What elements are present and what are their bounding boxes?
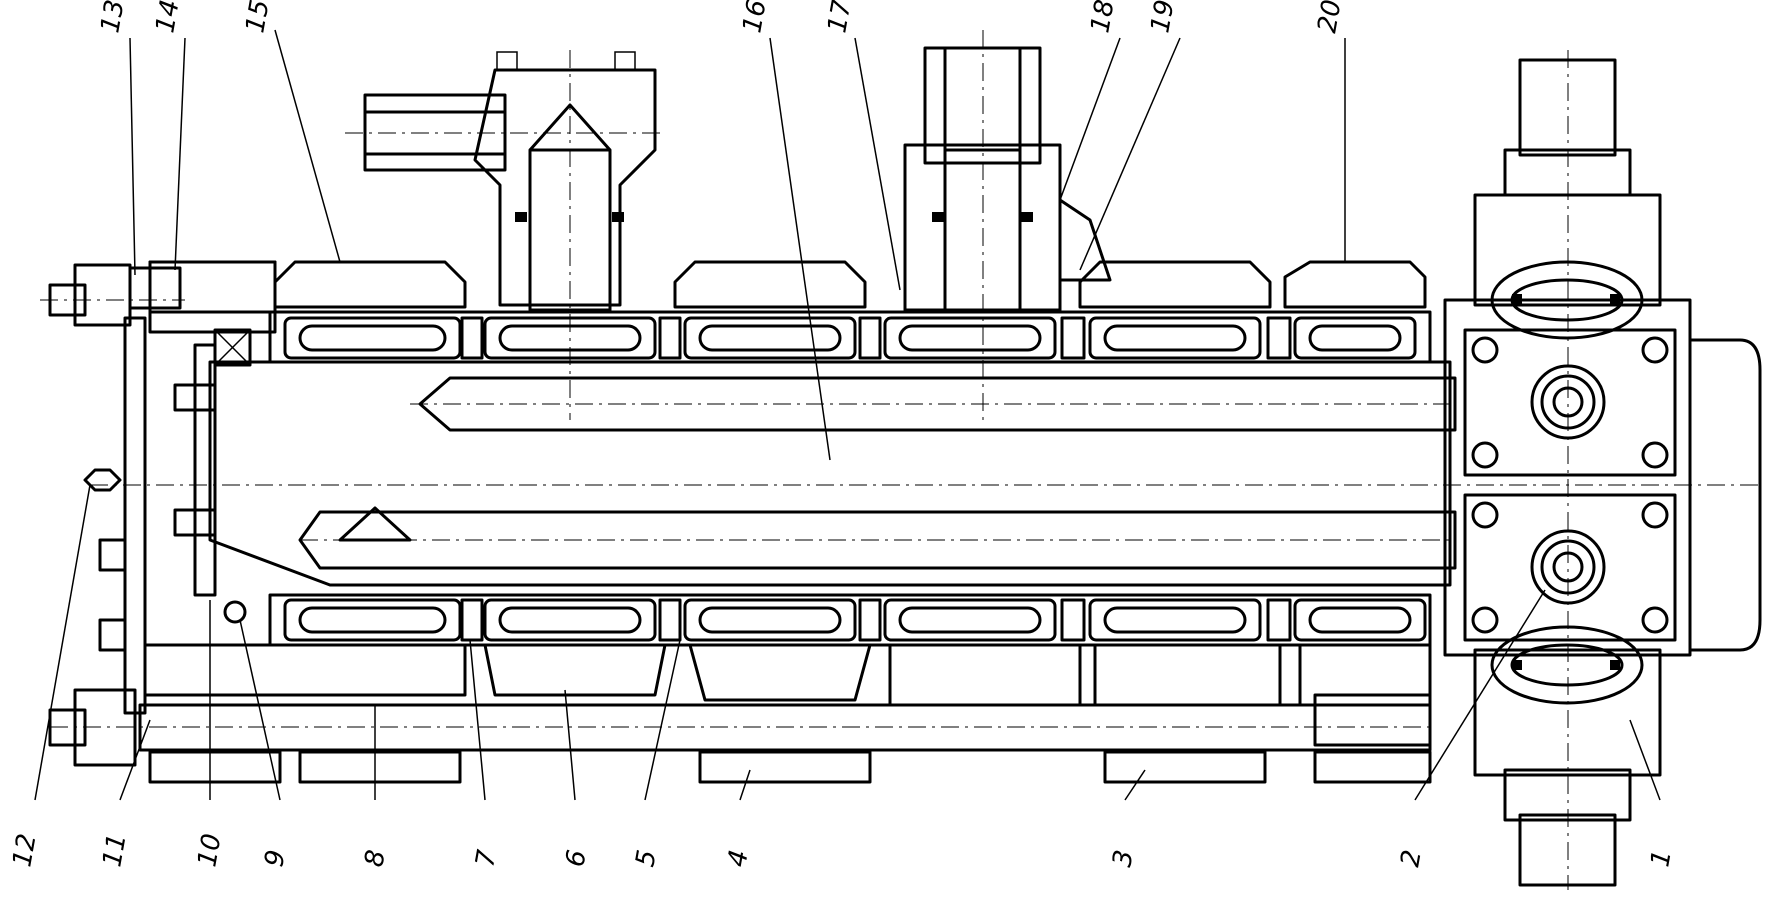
ring-lower-3 (1093, 643, 1282, 707)
label-12: 12 (7, 831, 42, 869)
ring-upper-2 (673, 260, 867, 309)
port-right (903, 30, 1112, 420)
label-1: 1 (1645, 848, 1677, 870)
label-8: 8 (359, 848, 391, 870)
ring-15 (273, 260, 467, 309)
label-14: 14 (150, 0, 185, 35)
ring-lower-4 (888, 643, 1082, 707)
ring-20 (1283, 260, 1427, 309)
ring-5 (688, 643, 872, 702)
label-10: 10 (192, 831, 227, 869)
labels-bottom: 12 11 10 9 8 7 6 5 4 3 2 1 (7, 831, 1677, 869)
upper-ring-row (148, 260, 1427, 314)
tie-rod (48, 688, 1432, 784)
ring-upper-3 (1078, 260, 1272, 309)
label-15: 15 (240, 0, 275, 35)
ring-6 (483, 643, 667, 697)
leader-lines (34, 29, 1661, 801)
ring-8 (143, 643, 467, 697)
port-left (345, 50, 660, 420)
label-4: 4 (722, 848, 754, 870)
label-13: 13 (95, 0, 130, 35)
label-18: 18 (1085, 0, 1120, 35)
label-7: 7 (470, 847, 502, 869)
label-20: 20 (1312, 0, 1347, 35)
label-17: 17 (822, 0, 857, 35)
seal-stack-top (268, 310, 1432, 364)
label-3: 3 (1107, 848, 1139, 870)
labels-top: 13 14 15 16 17 18 19 20 (95, 0, 1347, 35)
distributor-block (1443, 50, 1762, 890)
label-9: 9 (259, 848, 291, 870)
label-16: 16 (737, 0, 772, 35)
label-11: 11 (97, 831, 132, 869)
label-5: 5 (630, 848, 662, 870)
label-19: 19 (1145, 0, 1180, 35)
lower-ring-row (143, 643, 1432, 707)
label-2: 2 (1395, 848, 1427, 870)
label-6: 6 (560, 848, 592, 870)
seal-stack-bottom (223, 593, 1432, 647)
